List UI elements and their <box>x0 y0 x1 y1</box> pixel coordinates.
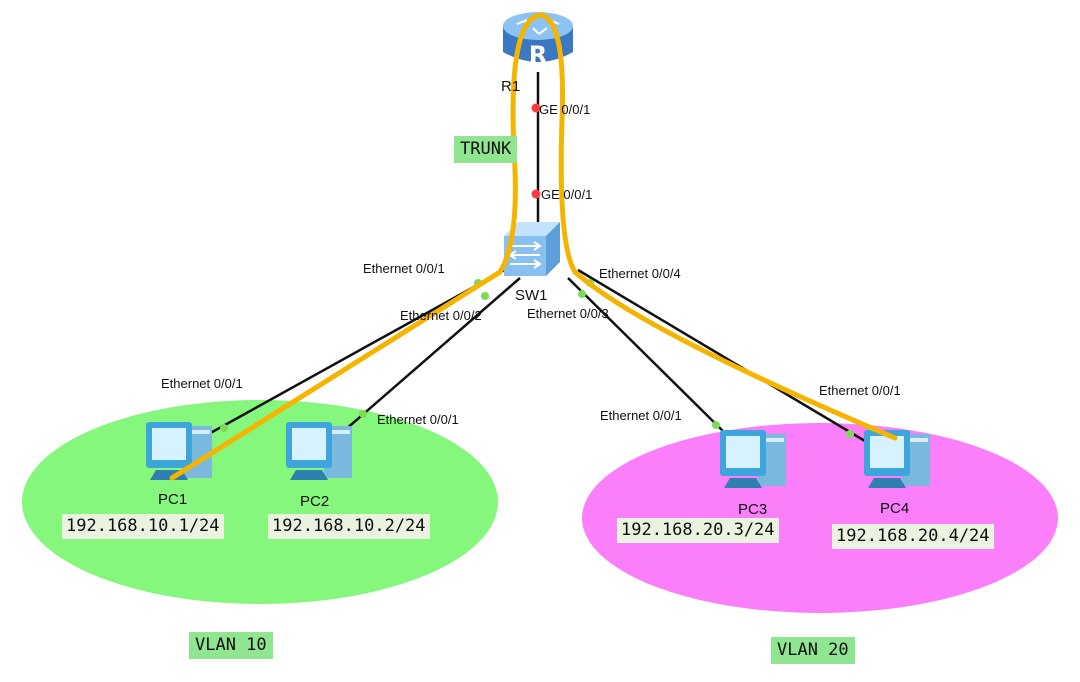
port-dot-pc3 <box>712 421 720 429</box>
router-port-label: GE 0/0/1 <box>539 102 591 117</box>
pc1-port-label: Ethernet 0/0/1 <box>161 376 243 391</box>
pc1-label: PC1 <box>158 491 188 508</box>
switch-port-e2-label: Ethernet 0/0/2 <box>400 308 482 323</box>
pc3-label: PC3 <box>738 501 768 518</box>
link-sw1-pc2 <box>344 277 521 431</box>
pc3-port-label: Ethernet 0/0/1 <box>600 408 682 423</box>
pc4-icon[interactable] <box>864 430 930 488</box>
pc3-ip-label: 192.168.20.3/24 <box>617 518 779 543</box>
port-dot-r1-ge <box>531 103 541 113</box>
port-dot-pc2 <box>359 410 367 418</box>
pc2-port-label: Ethernet 0/0/1 <box>377 412 459 427</box>
port-dot-pc1 <box>220 424 228 432</box>
switch-label: SW1 <box>515 287 548 304</box>
pc2-ip-label: 192.168.10.2/24 <box>268 514 430 539</box>
pc2-label: PC2 <box>300 493 330 510</box>
vlan-10-area <box>22 400 498 604</box>
port-dots <box>220 103 854 438</box>
switch-port-e1-label: Ethernet 0/0/1 <box>363 261 445 276</box>
link-sw1-pc4 <box>577 268 871 446</box>
trunk-label: TRUNK <box>454 136 518 163</box>
switch-uplink-port-label: GE 0/0/1 <box>541 187 593 202</box>
pc4-port-label: Ethernet 0/0/1 <box>819 383 901 398</box>
port-dot-sw1-ge <box>531 189 541 199</box>
port-dot-sw1-e2 <box>481 292 489 300</box>
vlan-20-area <box>582 423 1058 613</box>
pc1-ip-label: 192.168.10.1/24 <box>62 514 224 539</box>
switch-port-e3-label: Ethernet 0/0/3 <box>527 306 609 321</box>
router-glyph: R <box>529 41 547 69</box>
pc2-icon[interactable] <box>286 422 352 480</box>
pc4-ip-label: 192.168.20.4/24 <box>832 524 994 549</box>
port-dot-pc4 <box>846 430 854 438</box>
router-label: R1 <box>501 78 521 95</box>
port-dot-sw1-e3 <box>578 290 586 298</box>
pc3-icon[interactable] <box>720 430 786 488</box>
vlan-20-label: VLAN 20 <box>771 637 855 664</box>
switch-port-e4-label: Ethernet 0/0/4 <box>599 266 681 281</box>
pc4-label: PC4 <box>880 500 910 517</box>
switch-icon[interactable] <box>504 222 560 276</box>
vlan-10-label: VLAN 10 <box>189 632 273 659</box>
link-sw1-pc3 <box>567 277 729 437</box>
